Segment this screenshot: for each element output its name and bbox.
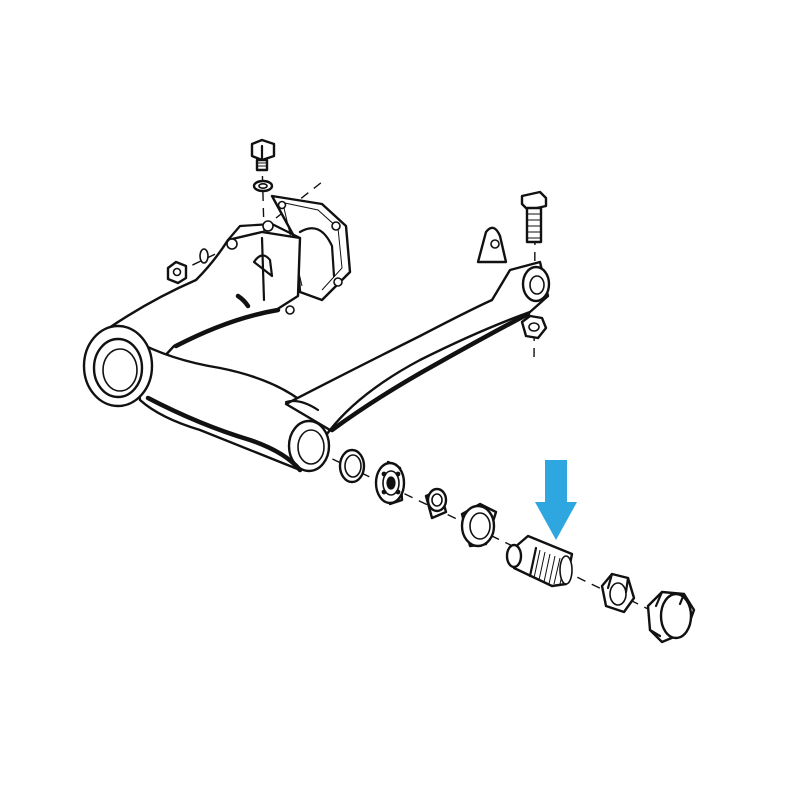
lock-washer-left — [252, 179, 274, 193]
spacer-bushing — [424, 487, 448, 520]
indicator-arrow — [535, 460, 577, 540]
cap-nut — [646, 590, 696, 644]
top-bolt-right — [520, 190, 548, 244]
ball-bearing — [374, 460, 406, 506]
top-bolt-left — [250, 138, 276, 172]
side-washer-left — [199, 248, 209, 264]
lower-nut-right — [520, 314, 548, 340]
side-nut-left — [166, 260, 188, 285]
swing-arm-body — [82, 220, 551, 473]
circlip-ring — [338, 448, 366, 484]
lock-nut — [600, 572, 636, 614]
threaded-pivot-pin[interactable] — [505, 534, 574, 588]
outer-bearing-race — [460, 502, 498, 548]
